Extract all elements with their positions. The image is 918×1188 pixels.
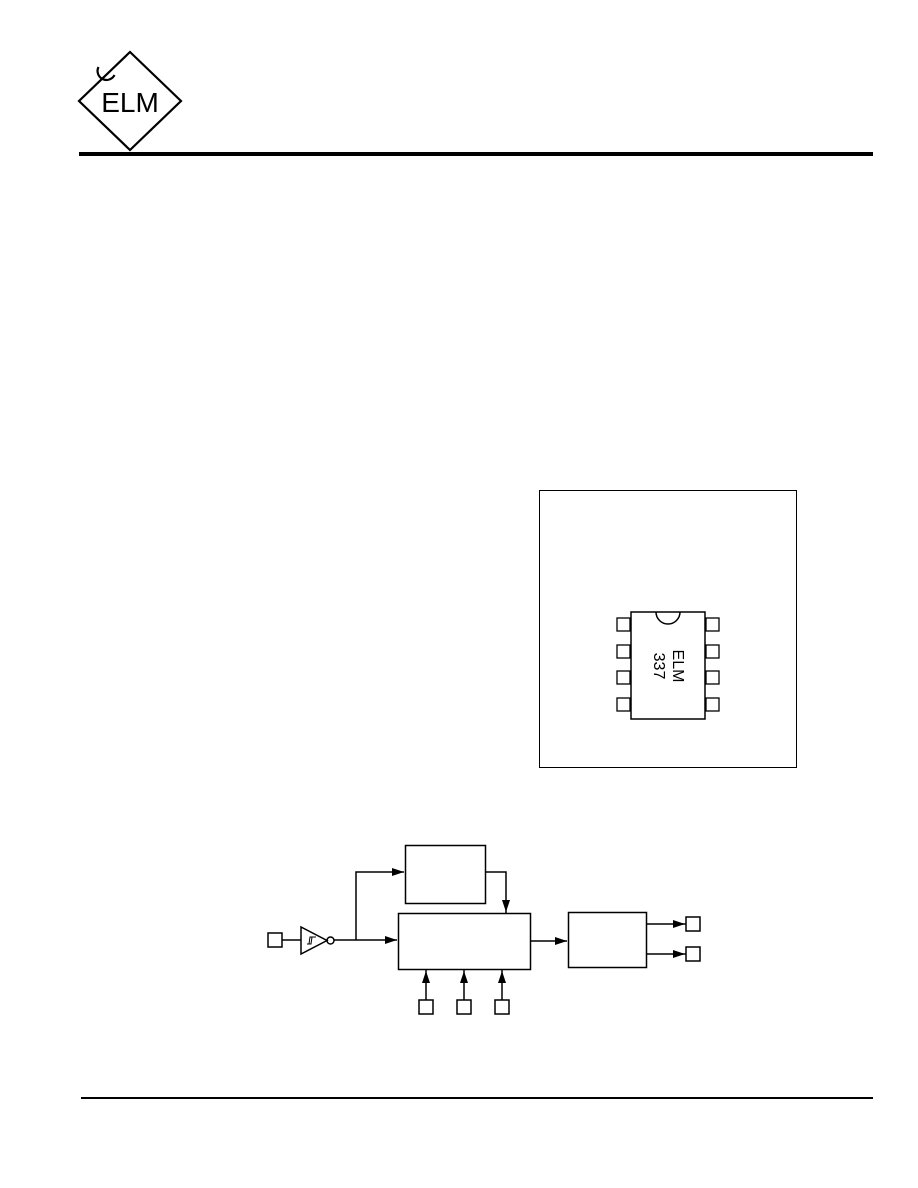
- arrow-output-2: [673, 950, 685, 958]
- arrow-to-upper-block: [392, 868, 404, 876]
- schmitt-inverter: [300, 925, 329, 956]
- chip-pin-6: [705, 670, 720, 685]
- chip-pin-4: [616, 697, 631, 712]
- logo-text: ELM: [101, 87, 159, 118]
- bottom-input-pin-1: [418, 999, 434, 1015]
- footer-rule: [81, 1097, 873, 1099]
- input-pin-box: [267, 932, 283, 948]
- arrow-bottom-input-2: [460, 971, 468, 983]
- output-block: [567, 911, 648, 969]
- hysteresis-symbol: [307, 936, 316, 945]
- chip-pin-7: [705, 644, 720, 659]
- elm-logo: ELM: [77, 50, 183, 152]
- chip-notch: [655, 611, 681, 625]
- logo-diamond: [77, 50, 183, 152]
- upper-block: [404, 844, 487, 905]
- logo-notch: [96, 66, 116, 82]
- arrow-to-main-block: [385, 936, 397, 944]
- arrow-main-to-output: [555, 937, 567, 945]
- chip-pin-2: [616, 644, 631, 659]
- output-pin-2: [685, 946, 701, 962]
- chip-pin-3: [616, 670, 631, 685]
- chip-pin-8: [705, 617, 720, 632]
- arrow-upper-to-main: [502, 900, 510, 912]
- chip-pin-5: [705, 697, 720, 712]
- block-diagram-arrows: [385, 868, 685, 983]
- block-diagram: [267, 844, 701, 1015]
- chip-body: [630, 611, 706, 720]
- arrow-bottom-input-1: [422, 971, 430, 983]
- chip-marking-line1: ELM: [669, 650, 686, 683]
- bottom-input-pin-3: [494, 999, 510, 1015]
- output-pin-1: [685, 916, 701, 932]
- wire-upper-to-main: [485, 871, 507, 913]
- bottom-input-pin-2: [456, 999, 472, 1015]
- chip-pin-1: [616, 617, 631, 632]
- package-figure: ELM 337: [539, 490, 797, 768]
- package-frame: [539, 490, 797, 768]
- arrow-bottom-input-3: [498, 971, 506, 983]
- header-rule: [79, 152, 873, 156]
- main-block: [397, 912, 532, 971]
- chip-marking-line2: 337: [650, 653, 667, 680]
- wire-to-upper-block: [355, 871, 404, 940]
- arrow-output-1: [673, 920, 685, 928]
